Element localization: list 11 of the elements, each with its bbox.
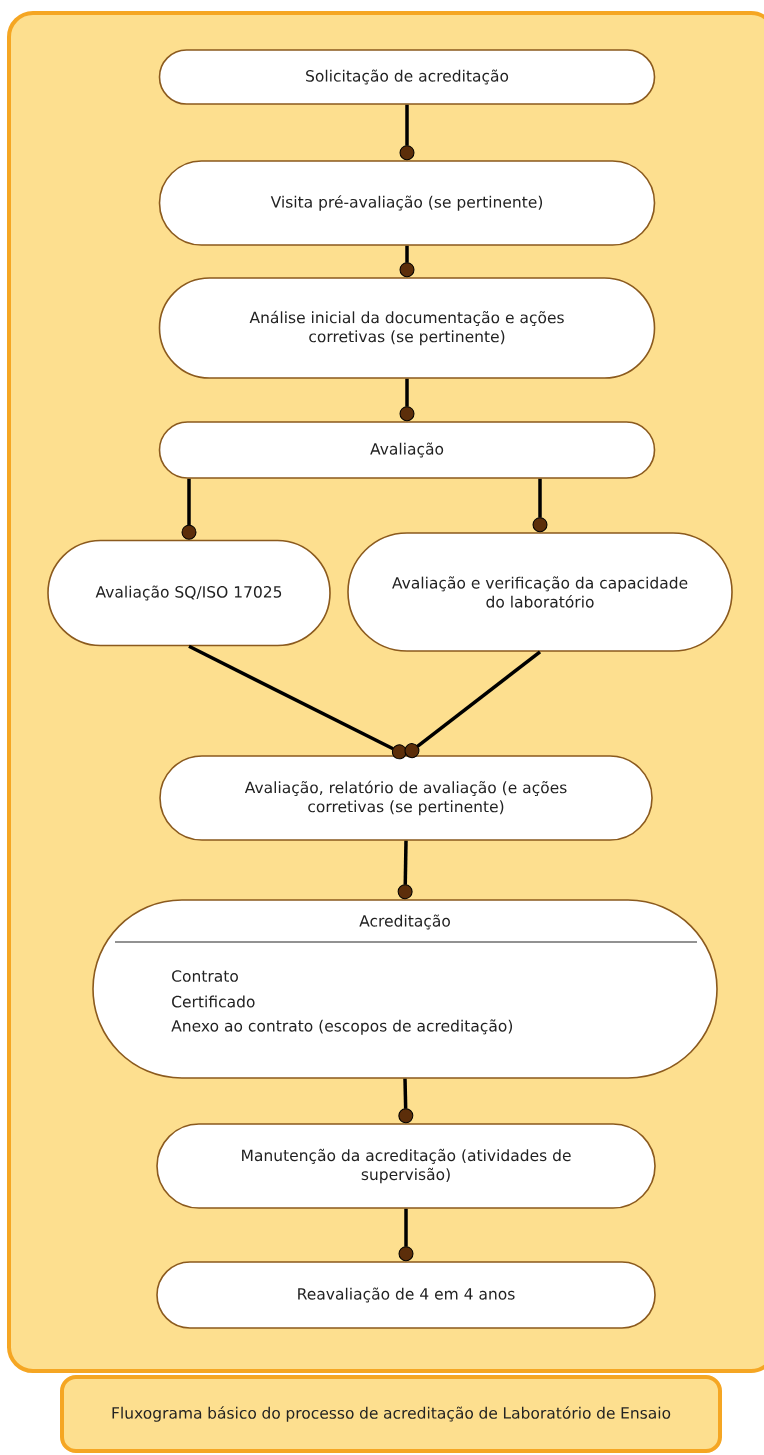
connector (188, 644, 407, 760)
connector (404, 650, 542, 759)
connector (398, 1078, 414, 1124)
connector (397, 840, 413, 900)
connector (181, 478, 197, 540)
caption-box: Fluxograma básico do processo de acreditação de Laboratório de Ensaio (60, 1375, 722, 1453)
connector (399, 245, 415, 278)
connector (399, 378, 415, 422)
connector (532, 478, 548, 533)
connector (398, 1208, 414, 1262)
connector (399, 104, 415, 161)
